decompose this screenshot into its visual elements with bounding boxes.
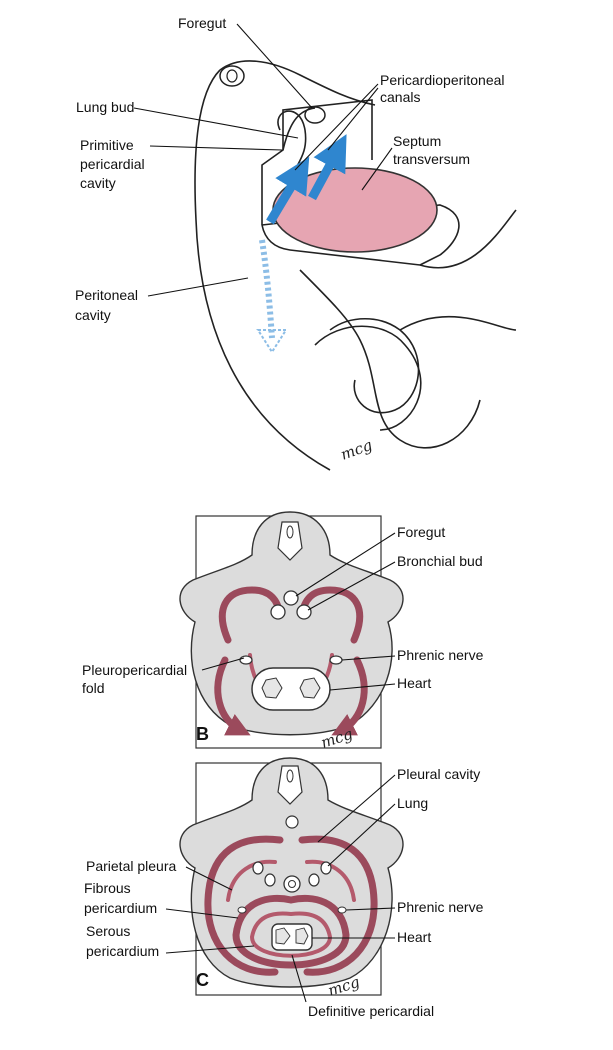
label-pleuropericardial-2: fold	[82, 680, 105, 696]
label-fibrous-2: pericardium	[84, 900, 157, 916]
embryo-head-top	[219, 60, 376, 106]
panel-c-letter: C	[196, 970, 209, 990]
neural-tube-section	[219, 65, 245, 87]
label-primitive-1: Primitive	[80, 137, 134, 153]
label-fibrous-1: Fibrous	[84, 880, 131, 896]
label-canals: canals	[380, 89, 420, 105]
label-primitive-3: cavity	[80, 175, 116, 191]
cut-face	[261, 99, 373, 225]
panel-c-lung-right-a	[320, 861, 332, 875]
signature-a: mcg	[338, 436, 374, 464]
label-serous-2: pericardium	[86, 943, 159, 959]
panel-a-embryo	[194, 60, 517, 471]
label-bronchial-bud: Bronchial bud	[397, 553, 483, 569]
label-septum-1: Septum	[393, 133, 441, 149]
label-phrenic-c: Phrenic nerve	[397, 899, 484, 915]
label-pleuropericardial-1: Pleuropericardial	[82, 662, 187, 678]
panel-b-labels: Foregut Bronchial bud Phrenic nerve Pleu…	[82, 524, 484, 752]
label-septum-2: transversum	[393, 151, 470, 167]
label-definitive-pericardial: Definitive pericardial	[308, 1003, 434, 1019]
panel-b-letter: B	[196, 724, 209, 744]
label-serous-1: Serous	[86, 923, 130, 939]
panel-c-serous-pericardium	[249, 911, 333, 958]
panel-a-labels: Foregut Pericardioperitoneal canals Lung…	[75, 15, 505, 464]
canal-arrow-left	[266, 156, 310, 225]
label-peritoneal-1: Peritoneal	[75, 287, 138, 303]
panel-c-parietal-left	[204, 835, 284, 976]
panel-b-bronchial-bud-left	[270, 604, 286, 620]
label-parietal-pleura: Parietal pleura	[86, 858, 176, 874]
label-phrenic-b: Phrenic nerve	[397, 647, 484, 663]
label-lung: Lung	[397, 795, 428, 811]
canal-arrow-right	[308, 134, 347, 201]
label-pleural-cavity: Pleural cavity	[397, 766, 480, 782]
label-lung-bud: Lung bud	[76, 99, 134, 115]
panel-b-bronchial-bud-right	[296, 604, 312, 620]
label-heart-b: Heart	[397, 675, 431, 691]
panel-c-lung-left-a	[252, 861, 264, 875]
panel-c-section	[179, 757, 404, 996]
panel-b-membrane-right	[298, 586, 364, 644]
lung-bud-shape	[277, 110, 307, 171]
panel-c-neural-tube	[277, 765, 303, 805]
label-primitive-2: pericardial	[80, 156, 145, 172]
peritoneal-arrow	[259, 239, 275, 339]
panel-b-body	[179, 511, 404, 736]
label-heart-c: Heart	[397, 929, 431, 945]
panel-c-fibrous-pericardium	[232, 894, 350, 969]
panel-b-membrane-left	[218, 586, 284, 644]
panel-c-labels: Pleural cavity Lung Parietal pleura Fibr…	[84, 766, 484, 1019]
label-peritoneal-2: cavity	[75, 307, 111, 323]
panel-b-phrenic-right	[329, 655, 343, 665]
label-pericardioperitoneal: Pericardioperitoneal	[380, 72, 505, 88]
panel-b-section	[179, 511, 404, 749]
label-foregut-a: Foregut	[178, 15, 226, 31]
panel-b-phrenic-left	[239, 655, 253, 665]
panel-b-neural-tube	[277, 521, 303, 561]
embryo-body-outline	[194, 69, 331, 471]
label-foregut-b: Foregut	[397, 524, 445, 540]
panel-b-foregut	[283, 590, 299, 606]
panel-c-parietal-right	[298, 835, 378, 976]
